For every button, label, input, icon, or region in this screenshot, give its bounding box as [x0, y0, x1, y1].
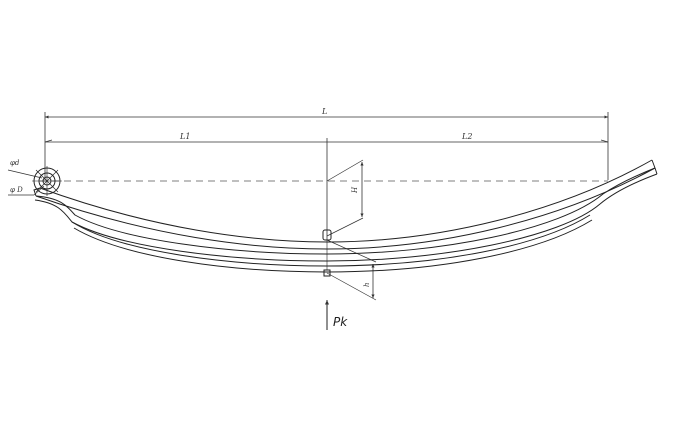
main-leaf-bottom [35, 167, 656, 250]
label-bushing: φ D [10, 186, 23, 194]
label-total-length: L [321, 107, 327, 116]
dimension-deflection: h [326, 239, 377, 301]
dimension-segment-lengths: L1 L2 [44, 132, 609, 240]
load-arrow: Pk [325, 300, 348, 330]
third-leaf-bottom [73, 219, 593, 273]
spring-eye: φd φ D [7, 159, 62, 196]
label-arc-height: H [351, 186, 359, 194]
label-eye-diameter: φd [10, 159, 20, 167]
label-front-length: L1 [179, 132, 190, 141]
dimension-arc-height: H [326, 159, 364, 237]
label-load: Pk [333, 315, 348, 329]
label-deflection: h [363, 282, 371, 287]
second-leaf-bottom [34, 173, 658, 262]
center-bolt [322, 229, 332, 277]
leaf-spring [33, 159, 658, 273]
label-rear-length: L2 [461, 132, 472, 141]
dimension-total-length: L [44, 107, 609, 180]
